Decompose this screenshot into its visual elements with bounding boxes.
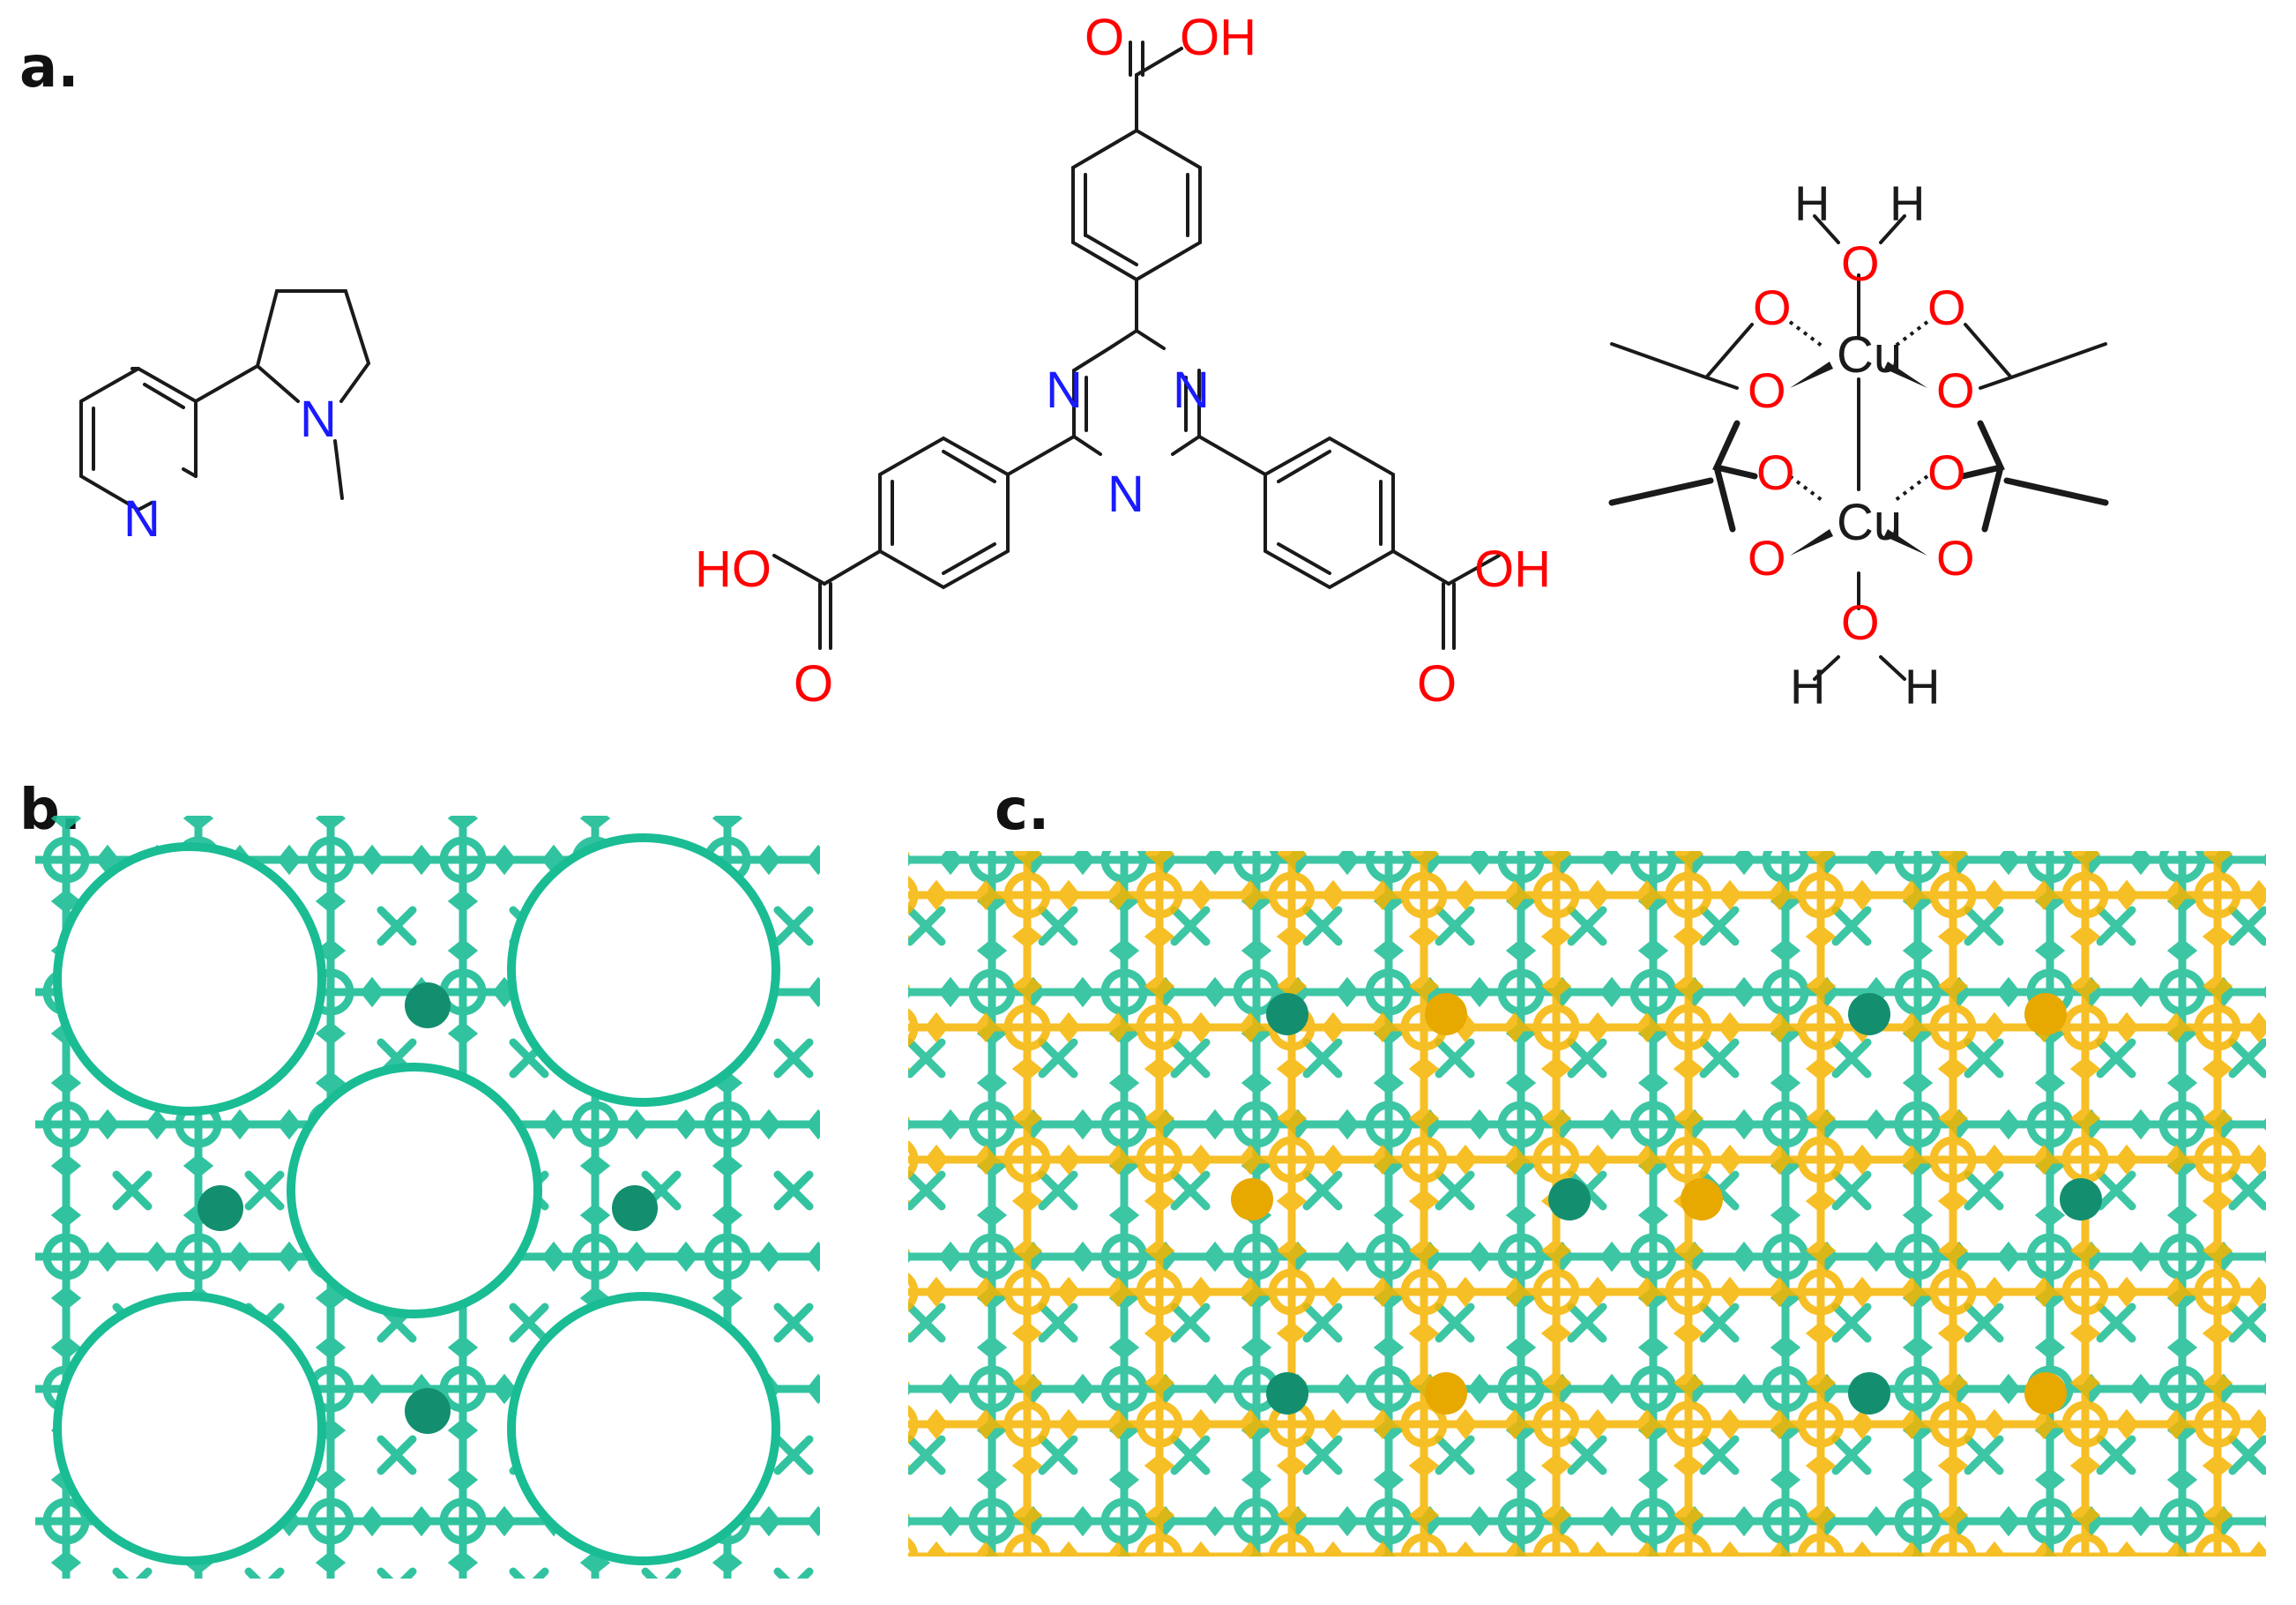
linker-molecule	[772, 41, 1501, 650]
linker-left-ho: HO	[695, 541, 772, 598]
paddlewheel-cu-bottom: Cu	[1837, 494, 1902, 551]
nicotine-pyridine-n: N	[123, 490, 160, 548]
linker-left-o: O	[794, 655, 833, 713]
nicotine-amine-n: N	[300, 391, 337, 448]
panel-label-c: c.	[995, 778, 1050, 843]
paddlewheel-h-top-right: H	[1890, 175, 1925, 231]
paddlewheel-o-mid-left: O	[1748, 362, 1786, 418]
linker-right-oh: OH	[1474, 541, 1551, 598]
nicotine-molecule	[79, 289, 371, 512]
linker-top-o: O	[1085, 9, 1124, 66]
framework-c	[908, 851, 2266, 1556]
paddlewheel-o-upper-left: O	[1753, 280, 1792, 335]
panel-label-a: a.	[19, 35, 79, 101]
paddlewheel-o-lower-mid-left: O	[1756, 444, 1795, 500]
paddlewheel-o-water-bottom: O	[1841, 594, 1880, 650]
linker-top-oh: OH	[1180, 9, 1256, 66]
paddlewheel-o-upper-right: O	[1927, 280, 1966, 335]
paddlewheel-h-bottom-right: H	[1905, 659, 1940, 714]
paddlewheel-o-water-top: O	[1841, 235, 1880, 291]
paddlewheel-o-lower-mid-right: O	[1927, 444, 1966, 500]
linker-right-o: O	[1417, 655, 1457, 713]
framework-b	[35, 816, 820, 1579]
paddlewheel-o-lower-left: O	[1748, 530, 1786, 586]
paddlewheel-wedge-bonds	[1790, 362, 1927, 556]
paddlewheel-hashed-bonds	[1788, 320, 1929, 504]
linker-n-left: N	[1046, 362, 1083, 419]
linker-n-bottom: N	[1107, 466, 1144, 523]
paddlewheel-o-mid-right: O	[1936, 362, 1975, 418]
paddlewheel-h-top-left: H	[1794, 175, 1830, 231]
paddlewheel-h-bottom-left: H	[1790, 659, 1825, 714]
paddlewheel-cu-top: Cu	[1837, 326, 1902, 384]
paddlewheel-molecule	[1608, 214, 2109, 681]
linker-n-right: N	[1173, 362, 1210, 419]
paddlewheel-o-lower-right: O	[1936, 530, 1975, 586]
